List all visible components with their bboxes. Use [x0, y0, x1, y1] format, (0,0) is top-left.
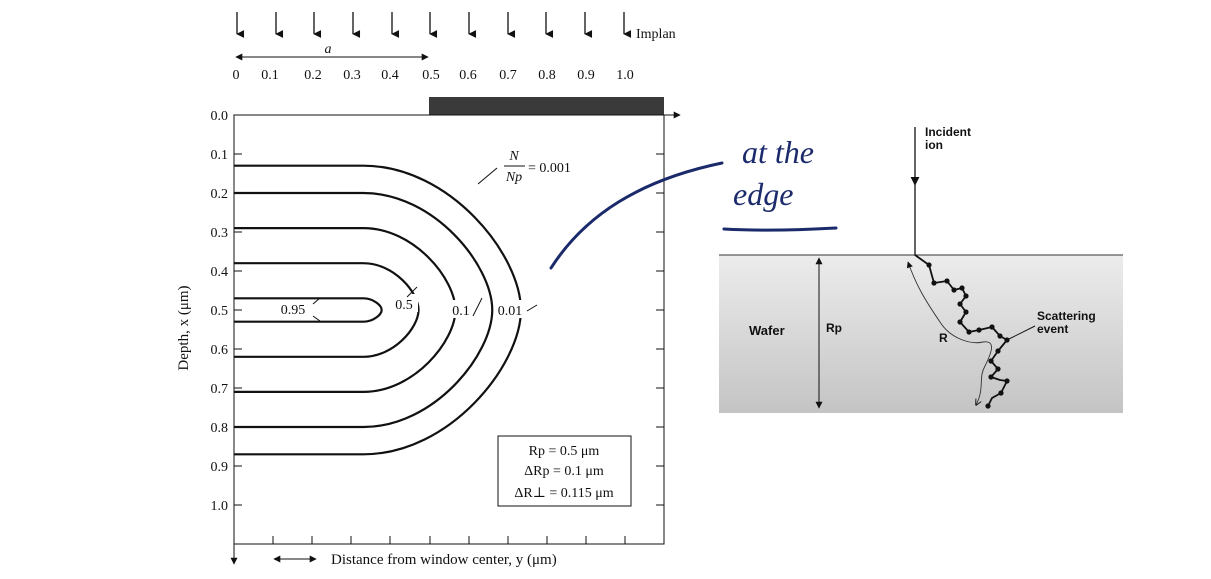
contour-line — [234, 297, 383, 323]
top-tick-label: 0.4 — [381, 68, 399, 83]
implant-arrows — [236, 12, 632, 38]
contour-line — [234, 262, 420, 358]
depth-tick-label: 0.3 — [211, 226, 229, 241]
contour-line — [234, 191, 494, 429]
annotation-line-2: edge — [733, 176, 793, 212]
event-label-1: Scattering — [1037, 309, 1096, 323]
depth-tick-label: 0.0 — [211, 109, 229, 124]
top-tick-label: 0.8 — [538, 68, 556, 83]
param-rp: Rp = 0.5 μm — [529, 444, 600, 459]
incident-label-2: ion — [925, 138, 943, 152]
implant-mask — [429, 97, 664, 115]
implant-label: Implan — [636, 27, 676, 42]
depth-tick-label: 0.5 — [211, 304, 229, 319]
scattering-diagram: Incident ion Rp Wafer R Scattering event — [719, 125, 1123, 413]
contour-line — [234, 227, 457, 393]
wafer-label: Wafer — [749, 323, 785, 338]
depth-tick-label: 0.1 — [211, 148, 229, 163]
range-path — [908, 262, 992, 405]
ratio-denominator: Np — [505, 170, 522, 185]
depth-tick-label: 0.2 — [211, 187, 229, 202]
contour-label-01: 0.1 — [452, 304, 470, 319]
top-tick-label: 1.0 — [616, 68, 634, 83]
top-tick-label: 0.3 — [343, 68, 361, 83]
contour-label-095: 0.95 — [281, 303, 306, 318]
top-tick-label: 0.2 — [304, 68, 322, 83]
distance-axis-label: Distance from window center, y (μm) — [331, 552, 557, 568]
top-tick-label: 0.6 — [459, 68, 477, 83]
incident-label-1: Incident — [925, 125, 971, 139]
top-tick-label: 0.1 — [261, 68, 279, 83]
top-tick-label: 0 — [233, 68, 240, 83]
handwritten-annotation: at the edge — [549, 134, 838, 270]
contour-label-001: 0.01 — [498, 304, 523, 319]
rp-label: Rp — [826, 321, 842, 335]
annotation-line-1: at the — [742, 134, 814, 170]
parameter-box — [497, 435, 632, 507]
depth-tick-label: 0.6 — [211, 343, 229, 358]
depth-tick-labels: 0.0 0.1 0.2 0.3 0.4 0.5 0.6 0.7 0.8 0.9 … — [211, 109, 229, 514]
param-delta-rperp: ΔR⊥ = 0.115 μm — [514, 486, 613, 501]
depth-tick-label: 0.8 — [211, 421, 229, 436]
top-tick-labels: 0 0.1 0.2 0.3 0.4 0.5 0.6 0.7 0.8 0.9 1.… — [233, 68, 634, 83]
depth-axis-label: Depth, x (μm) — [176, 285, 192, 370]
ratio-numerator: N — [508, 149, 519, 164]
depth-tick-label: 0.7 — [211, 382, 229, 397]
range-label: R — [939, 331, 948, 345]
mask-width-label: a — [325, 42, 332, 57]
depth-tick-label: 0.4 — [211, 265, 229, 280]
event-label-2: event — [1037, 322, 1068, 336]
depth-tick-label: 1.0 — [211, 499, 229, 514]
contour-plot: Implan a 0 0.1 0.2 0.3 0.4 0.5 0.6 0.7 0… — [176, 12, 681, 568]
contour-label-05: 0.5 — [395, 298, 413, 313]
depth-tick-label: 0.9 — [211, 460, 229, 475]
param-delta-rp: ΔRp = 0.1 μm — [524, 464, 604, 479]
top-tick-label: 0.7 — [499, 68, 517, 83]
ratio-value: = 0.001 — [528, 161, 571, 176]
top-tick-label: 0.9 — [577, 68, 595, 83]
top-tick-label: 0.5 — [422, 68, 440, 83]
